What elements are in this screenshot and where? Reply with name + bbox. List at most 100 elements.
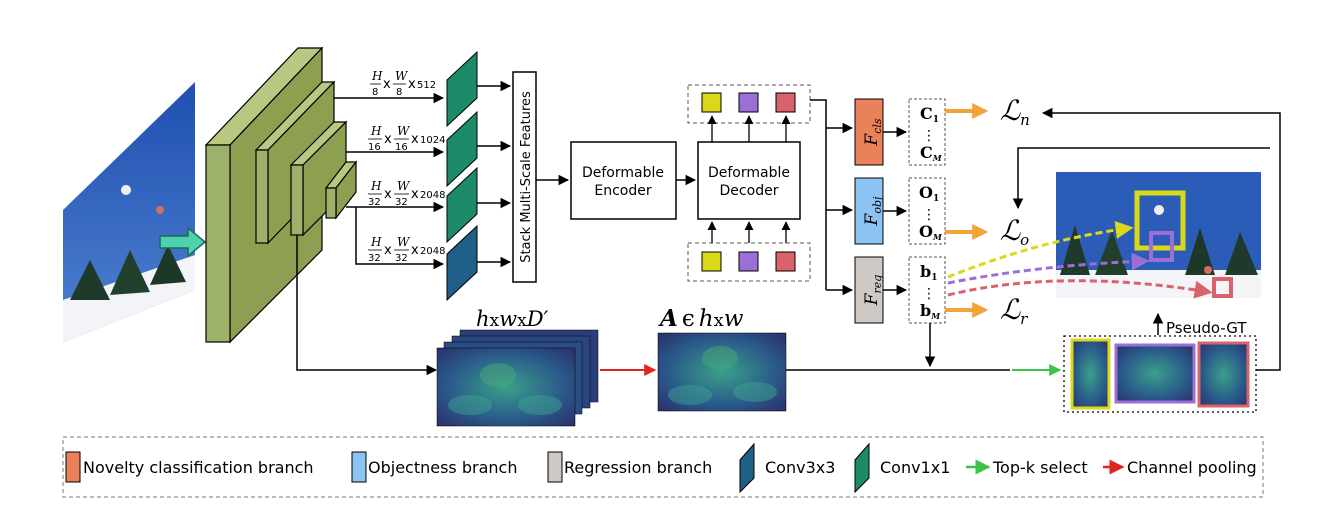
backbone-to-feature-map-line: [296, 235, 438, 376]
crop-purple: [1114, 343, 1196, 404]
conv-to-stack-arrows: [477, 80, 512, 268]
legend-item-conv1x1: Conv1x1: [854, 442, 950, 494]
pseudo-gt-feedback-lines: [1012, 107, 1281, 371]
pseudo-gt-crops-box: [1063, 335, 1257, 413]
svg-text:x: x: [383, 77, 391, 92]
queries-to-heads-arrows: [810, 99, 854, 296]
svg-text:hxwxD′: hxwxD′: [476, 307, 549, 331]
conv3x3-layer: [446, 224, 478, 302]
svg-text:⋮: ⋮: [922, 128, 936, 144]
svg-text:W: W: [397, 235, 411, 249]
svg-text:Conv3x3: Conv3x3: [765, 458, 835, 477]
svg-text:2048: 2048: [420, 246, 445, 257]
svg-text:⋮: ⋮: [922, 286, 936, 302]
objectness-head: Fobj: [854, 177, 884, 245]
input-image: [63, 82, 195, 342]
svg-text:bM: bM: [920, 301, 941, 321]
svg-text:Freg: Freg: [862, 275, 884, 307]
loss-objectness: ℒo: [1000, 214, 1029, 249]
svg-text:Regression branch: Regression branch: [564, 458, 712, 477]
svg-text:Top-k select: Top-k select: [992, 458, 1088, 477]
loss-novelty: ℒn: [1000, 94, 1030, 129]
svg-text:16: 16: [395, 142, 408, 153]
svg-text:W: W: [395, 69, 409, 83]
svg-text:1024: 1024: [420, 135, 445, 146]
input-arrow: [159, 226, 207, 258]
heads-to-outputs-arrows: [883, 126, 908, 296]
box-to-image-curves: [947, 220, 1213, 299]
svg-text:x: x: [411, 243, 419, 258]
svg-text:8: 8: [396, 87, 402, 98]
scale-arrows: [334, 92, 445, 270]
attention-map: [657, 332, 787, 412]
regression-head: Freg: [854, 256, 884, 324]
svg-text:Objectness branch: Objectness branch: [368, 458, 517, 477]
stack-features-box: [512, 71, 537, 283]
svg-text:x: x: [384, 243, 392, 258]
scale-label-2: H 16 x W 16 x 1024: [368, 124, 445, 153]
feature-map-stack: [436, 329, 599, 427]
svg-text:ℒr: ℒr: [1000, 293, 1028, 328]
deformable-decoder-box: [697, 141, 801, 220]
svg-text:Fcls: Fcls: [862, 118, 884, 146]
box-predictions: b1 ⋮ bM: [908, 256, 946, 324]
svg-text:32: 32: [395, 197, 408, 208]
svg-text:Conv1x1: Conv1x1: [880, 458, 950, 477]
svg-text:C1: C1: [920, 104, 939, 125]
legend-item-channel-pooling: Channel pooling: [1103, 458, 1257, 477]
svg-text:W: W: [397, 179, 411, 193]
output-query-yellow: [701, 92, 722, 113]
svg-text:x: x: [411, 132, 419, 147]
svg-text:Channel pooling: Channel pooling: [1127, 458, 1257, 477]
loss-regression: ℒr: [1000, 293, 1028, 328]
encoder-label-line1: Deformable: [582, 165, 664, 181]
svg-text:W: W: [397, 124, 411, 138]
legend-item-conv3x3: Conv3x3: [739, 442, 835, 494]
feature-map-label: hxwxD′: [476, 307, 549, 331]
svg-text:x: x: [408, 77, 416, 92]
svg-text:x: x: [384, 187, 392, 202]
class-predictions: C1 ⋮ CM: [908, 98, 946, 166]
svg-text:16: 16: [368, 142, 381, 153]
legend-item-objectness: Objectness branch: [351, 451, 517, 483]
svg-text:2048: 2048: [420, 190, 445, 201]
scale-label-3: H 32 x W 32 x 2048: [368, 179, 445, 208]
svg-text:H: H: [370, 124, 382, 138]
conv1x1-layer-3: [446, 166, 478, 244]
svg-text:8: 8: [372, 87, 378, 98]
input-queries-box: [687, 242, 811, 282]
decoder-label-line1: Deformable: [708, 165, 790, 181]
scale-label-1: H 8 x W 8 x 512: [370, 69, 436, 98]
svg-text:512: 512: [417, 80, 436, 91]
svg-text:OM: OM: [919, 222, 943, 242]
legend-item-novelty: Novelty classification branch: [65, 451, 314, 483]
svg-text:H: H: [370, 179, 382, 193]
svg-text:Fobj: Fobj: [862, 196, 884, 226]
decoder-label-line2: Decoder: [720, 183, 779, 199]
conv1x1-layer-1: [446, 50, 478, 128]
encoder-label-line2: Encoder: [594, 183, 651, 199]
svg-text:ℒn: ℒn: [1000, 94, 1030, 129]
crop-yellow: [1070, 338, 1111, 410]
legend-item-topk: Top-k select: [966, 458, 1088, 477]
svg-text:32: 32: [368, 197, 381, 208]
conv1x1-layer-2: [446, 110, 478, 188]
svg-text:32: 32: [368, 253, 381, 264]
svg-text:x: x: [411, 187, 419, 202]
backbone-network: [204, 46, 358, 344]
queries-to-decoder-arrows: [707, 221, 791, 243]
input-query-yellow: [701, 251, 722, 272]
output-query-red: [775, 92, 796, 113]
stack-features-label: Stack Multi-Scale Features: [519, 91, 534, 263]
output-query-purple: [738, 92, 759, 113]
svg-text:H: H: [370, 235, 382, 249]
svg-text:O1: O1: [919, 183, 939, 204]
svg-text:CM: CM: [920, 143, 943, 163]
input-query-red: [775, 251, 796, 272]
decoder-to-queries-arrows: [707, 115, 791, 142]
svg-text:⋮: ⋮: [922, 207, 936, 223]
svg-text:32: 32: [395, 253, 408, 264]
pseudo-gt-label: Pseudo-GT: [1166, 319, 1247, 337]
